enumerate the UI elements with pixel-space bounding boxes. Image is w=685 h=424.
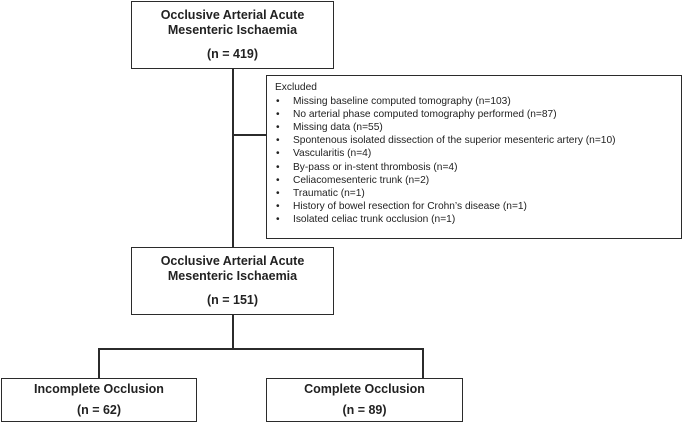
top-box: Occlusive Arterial Acute Mesenteric Isch… bbox=[131, 1, 334, 69]
excluded-list: •Missing baseline computed tomography (n… bbox=[275, 95, 673, 226]
excluded-item: •Isolated celiac trunk occlusion (n=1) bbox=[276, 213, 456, 225]
bullet-icon: • bbox=[276, 161, 280, 173]
connector-to-right bbox=[422, 348, 424, 378]
incomplete-occlusion-box: Incomplete Occlusion (n = 62) bbox=[1, 378, 197, 422]
bullet-icon: • bbox=[276, 200, 280, 212]
middle-box-count: (n = 151) bbox=[206, 293, 259, 307]
bullet-icon: • bbox=[276, 187, 280, 199]
excluded-item: •No arterial phase computed tomography p… bbox=[276, 109, 557, 121]
middle-box: Occlusive Arterial Acute Mesenteric Isch… bbox=[131, 247, 334, 315]
bullet-icon: • bbox=[276, 135, 280, 147]
connector-top-to-middle bbox=[232, 68, 234, 247]
excluded-box: Excluded •Missing baseline computed tomo… bbox=[266, 75, 682, 239]
excluded-item: •Spontenous isolated dissection of the s… bbox=[276, 135, 616, 147]
bullet-icon: • bbox=[276, 109, 280, 121]
connector-horizontal-split bbox=[98, 348, 423, 350]
excluded-heading: Excluded bbox=[275, 82, 317, 93]
middle-box-line2: Mesenteric Ischaemia bbox=[167, 269, 298, 283]
excluded-item: •Missing data (n=55) bbox=[276, 122, 383, 134]
top-box-line2: Mesenteric Ischaemia bbox=[167, 23, 298, 37]
connector-to-left bbox=[98, 348, 100, 378]
top-box-line1: Occlusive Arterial Acute bbox=[160, 8, 305, 22]
middle-box-line1: Occlusive Arterial Acute bbox=[160, 254, 305, 268]
bullet-icon: • bbox=[276, 122, 280, 134]
bullet-icon: • bbox=[276, 96, 280, 108]
bullet-icon: • bbox=[276, 148, 280, 160]
incomplete-occlusion-label: Incomplete Occlusion bbox=[34, 382, 164, 396]
complete-occlusion-count: (n = 89) bbox=[342, 403, 387, 417]
bullet-icon: • bbox=[276, 174, 280, 186]
top-box-count: (n = 419) bbox=[206, 47, 259, 61]
excluded-item: •Missing baseline computed tomography (n… bbox=[276, 96, 511, 108]
excluded-item: •By-pass or in-stent thrombosis (n=4) bbox=[276, 161, 458, 173]
incomplete-occlusion-count: (n = 62) bbox=[76, 403, 122, 417]
excluded-item: •History of bowel resection for Crohn’s … bbox=[276, 200, 527, 212]
excluded-item: •Traumatic (n=1) bbox=[276, 187, 365, 199]
complete-occlusion-label: Complete Occlusion bbox=[304, 382, 425, 396]
excluded-item: •Vascularitis (n=4) bbox=[276, 148, 372, 160]
complete-occlusion-box: Complete Occlusion (n = 89) bbox=[266, 378, 463, 422]
connector-middle-down bbox=[232, 314, 234, 349]
bullet-icon: • bbox=[276, 213, 280, 225]
connector-to-excluded bbox=[232, 134, 266, 136]
excluded-item: •Celiacomesenteric trunk (n=2) bbox=[276, 174, 430, 186]
